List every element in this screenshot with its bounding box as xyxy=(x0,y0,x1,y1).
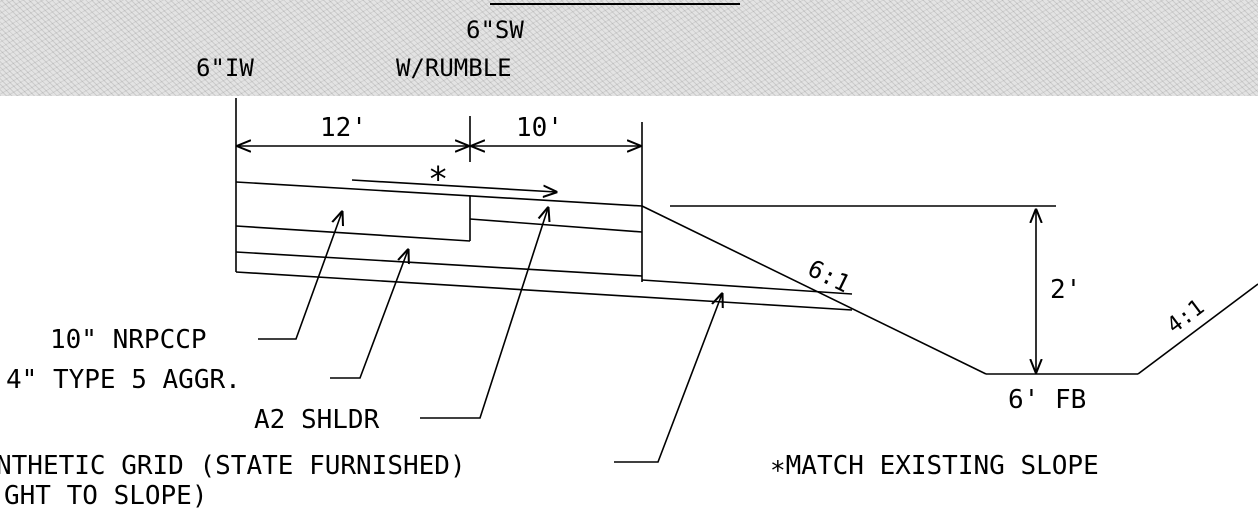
ditch-profile xyxy=(641,205,1258,375)
header-hatch-background xyxy=(0,0,1258,96)
match-slope-note: ∗MATCH EXISTING SLOPE xyxy=(770,451,1099,481)
match-slope-marker: ∗ xyxy=(428,153,448,193)
dim-shoulder-width: 10' xyxy=(516,113,563,143)
callout-shoulder: A2 SHLDR xyxy=(254,405,380,435)
dim-lane-width: 12' xyxy=(320,113,367,143)
backslope-label: 4:1 xyxy=(1163,295,1210,339)
callout-grid-line2: GHT TO SLOPE) xyxy=(4,481,208,508)
header-label-rumble: W/RUMBLE xyxy=(396,54,512,82)
flat-bottom-label: 6' FB xyxy=(1008,385,1086,415)
pavement-layers xyxy=(235,181,853,311)
slope-direction-arrow xyxy=(351,179,556,192)
top-dimension-lines xyxy=(235,98,643,282)
callout-leaders xyxy=(258,208,722,463)
depth-label: 2' xyxy=(1050,275,1081,305)
callout-grid-line1: NTHETIC GRID (STATE FURNISHED) xyxy=(0,451,466,481)
header-label-sw: 6"SW xyxy=(466,16,524,44)
header-label-iw: 6"IW xyxy=(196,54,254,82)
callout-pavement: 10" NRPCCP xyxy=(50,325,207,355)
callout-aggregate: 4" TYPE 5 AGGR. xyxy=(6,365,241,395)
